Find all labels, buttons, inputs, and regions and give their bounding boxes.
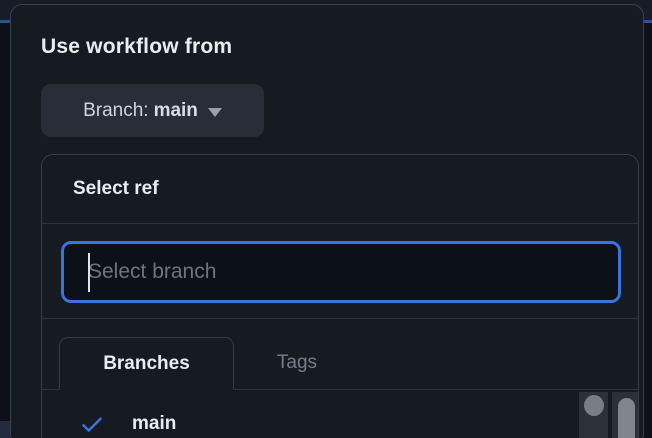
ref-item-main[interactable]: main <box>42 400 638 438</box>
ref-selector-header: Select ref <box>42 155 638 224</box>
tab-branches[interactable]: Branches <box>59 337 234 390</box>
ref-type-tabs: Branches Tags <box>42 336 638 390</box>
branch-filter-input[interactable] <box>61 241 621 303</box>
dialog-title: Use workflow from <box>41 35 233 58</box>
check-icon <box>79 411 105 437</box>
ref-selector-panel: Select ref Branches Tags main <box>41 154 639 438</box>
text-cursor <box>88 253 90 292</box>
list-scrollbar-track[interactable] <box>579 392 608 438</box>
branch-button-label: Branch:main <box>83 99 198 121</box>
ref-filter-section <box>42 224 638 319</box>
ref-item-label: main <box>132 413 177 434</box>
panel-scrollbar-track[interactable] <box>612 392 638 438</box>
current-branch-name: main <box>153 99 198 121</box>
tab-tags[interactable]: Tags <box>276 351 318 373</box>
ref-list: main <box>42 390 638 438</box>
panel-scrollbar-thumb[interactable] <box>618 398 635 438</box>
page-background-patch <box>0 421 10 438</box>
caret-down-icon <box>207 107 222 117</box>
list-scrollbar-thumb[interactable] <box>584 395 604 416</box>
workflow-dispatch-dropdown: Use workflow from Branch:main Select ref… <box>10 4 644 438</box>
ref-selector-title: Select ref <box>73 178 159 199</box>
branch-dropdown-button[interactable]: Branch:main <box>41 84 264 137</box>
